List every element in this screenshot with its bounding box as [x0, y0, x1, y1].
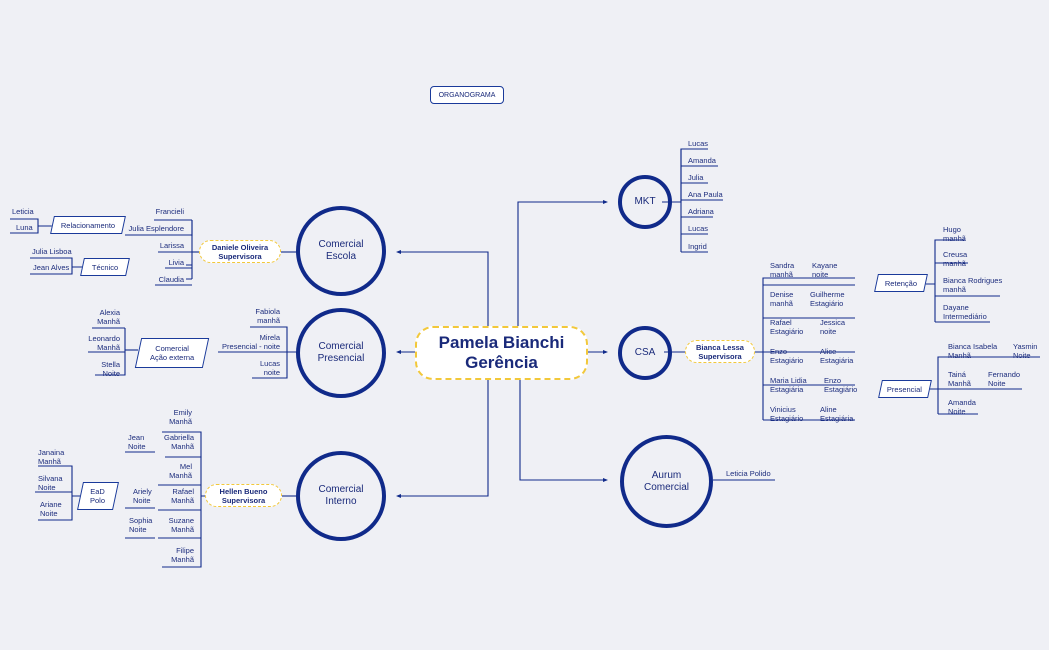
member-csa: Sandra manhã	[770, 261, 795, 279]
member-presencial: Fabiola manhã	[255, 307, 280, 325]
member-aurum: Leticia Polido	[726, 469, 771, 478]
member-mkt: Amanda	[688, 156, 716, 165]
member-csa: Aline Estagiária	[820, 405, 854, 423]
dept-comercial-interno: Comercial Interno	[296, 451, 386, 541]
member-tecnico: Julia Lisboa	[32, 247, 72, 256]
member-mkt: Julia	[688, 173, 704, 182]
member-csa: Guilherme Estagiário	[810, 290, 845, 308]
member-presencial-csa: Yasmin Noite	[1013, 342, 1038, 360]
dept-comercial-escola: Comercial Escola	[296, 206, 386, 296]
member-retencao: Hugo manhã	[943, 225, 966, 243]
supervisor-bianca: Bianca Lessa Supervisora	[685, 340, 755, 363]
member-interno: Emily Manhã	[169, 408, 192, 426]
member-csa: Alice Estagiária	[820, 347, 854, 365]
member-retencao: Bianca Rodrigues manhã	[943, 276, 1003, 294]
member-relacionamento: Luna	[16, 223, 33, 232]
member-presencial: Lucas noite	[259, 359, 280, 377]
member-csa: Denise manhã	[770, 290, 794, 308]
member-csa: Rafael Estagiário	[770, 318, 804, 336]
member-mkt: Lucas	[688, 139, 709, 148]
supervisor-daniele: Daniele Oliveira Supervisora	[199, 240, 281, 263]
member-escola: Larissa	[159, 241, 184, 250]
dept-mkt: MKT	[618, 175, 672, 229]
member-presencial-csa: Tainá Manhã	[948, 370, 971, 388]
group-comercial-acao-externa: Comercial Ação externa	[134, 338, 210, 368]
member-interno: Jean Noite	[128, 433, 146, 451]
member-interno: Ariely Noite	[133, 487, 152, 505]
group-presencial: Presencial	[878, 380, 932, 398]
root-node: Pamela Bianchi Gerência	[415, 326, 588, 380]
member-presencial-csa: Bianca Isabela Manhã	[948, 342, 998, 360]
member-escola: Francieli	[155, 207, 184, 216]
member-retencao: Dayane Intermediário	[943, 303, 987, 321]
member-csa: Maria Lidia Estagiária	[770, 376, 807, 394]
dept-comercial-presencial: Comercial Presencial	[296, 308, 386, 398]
member-mkt: Ingrid	[688, 242, 707, 251]
member-ead: Janaina Manhã	[38, 448, 65, 466]
group-ead-polo: EaD Polo	[77, 482, 119, 510]
member-mkt: Ana Paula	[688, 190, 723, 199]
group-relacionamento: Relacionamento	[50, 216, 126, 234]
group-tecnico: Técnico	[80, 258, 130, 276]
member-csa: Enzo Estagiário	[824, 376, 858, 394]
member-acao-externa: Alexia Manhã	[97, 308, 120, 326]
member-csa: Vinicius Estagiário	[770, 405, 804, 423]
supervisor-hellen: Hellen Bueno Supervisora	[205, 484, 282, 507]
member-escola: Claudia	[158, 275, 184, 284]
member-acao-externa: Stella Noite	[101, 360, 120, 378]
member-interno: Mel Manhã	[169, 462, 192, 480]
member-interno: Sophia Noite	[129, 516, 153, 534]
member-interno: Rafael Manhã	[171, 487, 194, 505]
dept-csa: CSA	[618, 326, 672, 380]
dept-aurum-comercial: Aurum Comercial	[620, 435, 713, 528]
member-retencao: Creusa manhã	[943, 250, 968, 268]
member-interno: Filipe Manhã	[171, 546, 194, 564]
member-tecnico: Jean Alves	[33, 263, 70, 272]
member-ead: Ariane Noite	[40, 500, 62, 518]
member-acao-externa: Leonardo Manhã	[88, 334, 120, 352]
member-presencial-csa: Amanda Noite	[948, 398, 976, 416]
member-escola: Livia	[168, 258, 184, 267]
group-retencao: Retenção	[874, 274, 928, 292]
member-csa: Kayane noite	[812, 261, 838, 279]
member-csa: Enzo Estagiário	[770, 347, 804, 365]
member-interno: Gabriella Manhã	[163, 433, 194, 451]
member-presencial: Mirela Presencial - noite	[222, 333, 280, 351]
member-interno: Suzane Manhã	[168, 516, 194, 534]
member-mkt: Adriana	[688, 207, 714, 216]
member-csa: Jessica noite	[820, 318, 846, 336]
member-mkt: Lucas	[688, 224, 709, 233]
member-ead: Silvana Noite	[38, 474, 63, 492]
member-presencial-csa: Fernando Noite	[988, 370, 1021, 388]
member-relacionamento: Leticia	[12, 207, 34, 216]
member-escola: Julia Esplendore	[128, 224, 184, 233]
page-title: ORGANOGRAMA	[430, 86, 504, 104]
